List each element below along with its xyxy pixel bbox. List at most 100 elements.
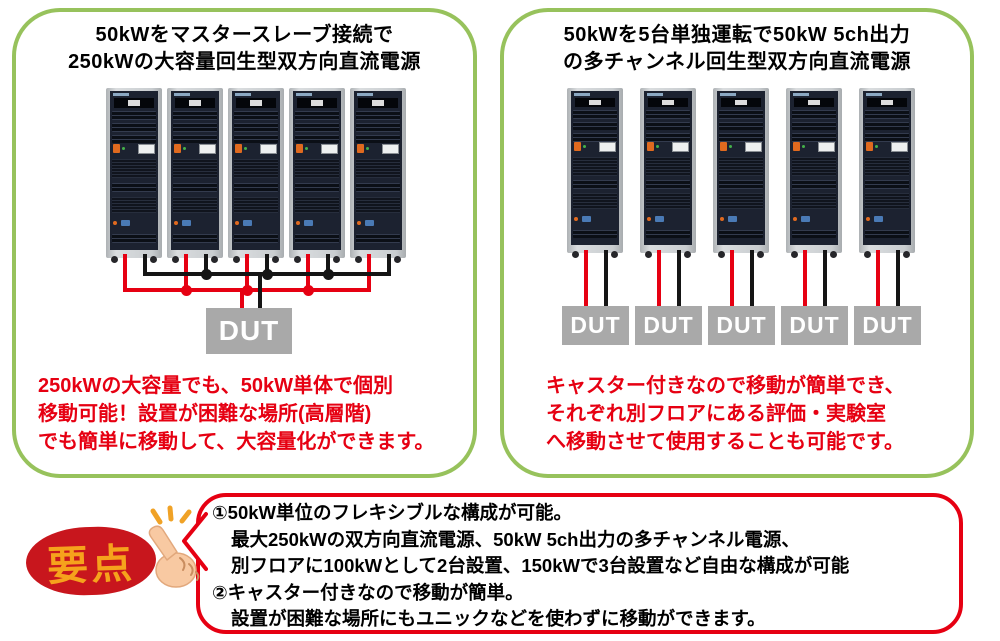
rack-port-label bbox=[365, 219, 375, 226]
rack-status-led bbox=[582, 145, 586, 149]
title-line: 50kWをマスタースレーブ接続で bbox=[95, 24, 394, 46]
rack-caster bbox=[355, 256, 362, 263]
rack-control-row bbox=[865, 141, 909, 153]
rack-brand-badge bbox=[646, 92, 664, 97]
dc-wire-negative bbox=[896, 250, 900, 308]
rack-io-row bbox=[235, 218, 276, 228]
rack-front-panel bbox=[790, 91, 838, 245]
rack-vent-grille bbox=[112, 196, 156, 213]
rack-front-panel bbox=[110, 91, 158, 250]
bus-junction-dot bbox=[303, 285, 314, 296]
rack-io-row bbox=[720, 214, 761, 223]
rack-port-label bbox=[304, 219, 314, 226]
rack-status-led bbox=[121, 147, 125, 151]
rack-port-label bbox=[728, 215, 738, 222]
rack-caster bbox=[684, 251, 691, 258]
rack-port-label bbox=[121, 219, 131, 226]
rack-vent-slat bbox=[646, 133, 690, 142]
rack-vent-slat bbox=[865, 121, 909, 131]
rack-brand-badge bbox=[719, 92, 737, 97]
bus-junction-dot bbox=[181, 285, 192, 296]
dc-wire-negative bbox=[204, 254, 208, 276]
rack-caster bbox=[903, 251, 910, 258]
rack-display bbox=[235, 98, 277, 108]
rack-indicator-dot bbox=[357, 220, 362, 225]
rack-display bbox=[174, 98, 216, 108]
left-panel-description: 250kWの大容量でも、50kW単体で個別 移動可能！設置が困難な場所(高層階)… bbox=[38, 372, 434, 456]
rack-control-row bbox=[792, 141, 836, 153]
rack-vent-grille bbox=[865, 157, 909, 176]
key-point-line: 設置が困難な場所にもユニックなどを使わずに移動ができます。 bbox=[231, 608, 766, 629]
dc-wire-positive bbox=[123, 254, 127, 292]
rack-nameplate bbox=[891, 141, 909, 152]
rack-front-panel bbox=[644, 91, 692, 245]
rack-nameplate bbox=[199, 143, 217, 154]
rack-nameplate bbox=[672, 141, 690, 152]
rack-vent-grille bbox=[719, 193, 763, 209]
rack-vent-slat bbox=[295, 110, 339, 120]
rack-vent-grille bbox=[356, 159, 400, 179]
dut-label: DUT bbox=[789, 312, 840, 338]
description-line: へ移動させて使用することも可能です。 bbox=[546, 431, 904, 453]
rack-vent-slat bbox=[792, 180, 836, 189]
rack-brand-badge bbox=[234, 92, 252, 97]
rack-brand-badge bbox=[173, 92, 191, 97]
rack-control-row bbox=[295, 143, 339, 155]
rack-vent-slat bbox=[792, 110, 836, 119]
rack-vent-grille bbox=[719, 157, 763, 176]
power-supply-cabinet bbox=[289, 88, 345, 263]
left-panel-title: 50kWをマスタースレーブ接続で 250kWの大容量回生型双方向直流電源 bbox=[12, 22, 477, 76]
rack-vent-grille bbox=[173, 159, 217, 179]
dc-wire-positive bbox=[730, 250, 734, 308]
dut-box: DUT bbox=[781, 306, 848, 345]
rack-port-label bbox=[582, 215, 592, 222]
rack-brand-badge bbox=[573, 92, 591, 97]
rack-vent-slat bbox=[295, 234, 339, 243]
title-line: 50kWを5台単独運転で50kW 5ch出力 bbox=[563, 24, 911, 46]
rack-caster bbox=[150, 256, 157, 263]
rack-control-row bbox=[173, 143, 217, 155]
bus-junction-dot bbox=[262, 269, 273, 280]
rack-power-button bbox=[295, 143, 303, 154]
rack-control-row bbox=[573, 141, 617, 153]
dc-wire-negative bbox=[750, 250, 754, 308]
rack-nameplate bbox=[260, 143, 278, 154]
key-point-line: ①50kW単位のフレキシブルな構成が可能。 bbox=[212, 502, 572, 523]
rack-vent-slat bbox=[356, 110, 400, 120]
rack-brand-badge bbox=[792, 92, 810, 97]
rack-vent-grille bbox=[234, 159, 278, 179]
power-rack bbox=[640, 88, 696, 258]
rack-vent-grille bbox=[573, 157, 617, 176]
rack-display bbox=[647, 98, 689, 108]
key-points-bubble bbox=[196, 493, 963, 634]
rack-caster bbox=[272, 256, 279, 263]
rack-vent-grille bbox=[865, 193, 909, 209]
rack-display bbox=[296, 98, 338, 108]
bus-junction-dot bbox=[323, 269, 334, 280]
rack-control-row bbox=[646, 141, 690, 153]
dc-wire-negative bbox=[258, 272, 262, 312]
power-supply-cabinet bbox=[786, 88, 842, 258]
dut-label: DUT bbox=[862, 312, 913, 338]
rack-indicator-dot bbox=[720, 216, 725, 221]
rack-power-button bbox=[112, 143, 120, 154]
rack-status-led bbox=[365, 147, 369, 151]
rack-vent-slat bbox=[646, 229, 690, 239]
key-points-text: ①50kW単位のフレキシブルな構成が可能。 最大250kWの双方向直流電源、50… bbox=[212, 500, 957, 633]
rack-vent-slat bbox=[173, 110, 217, 120]
rack-vent-grille bbox=[356, 196, 400, 213]
rack-vent-slat bbox=[573, 229, 617, 239]
rack-vent-slat bbox=[173, 134, 217, 144]
rack-caster bbox=[394, 256, 401, 263]
rack-indicator-dot bbox=[647, 216, 652, 221]
rack-front-panel bbox=[863, 91, 911, 245]
rack-display bbox=[720, 98, 762, 108]
rack-power-button bbox=[234, 143, 242, 154]
rack-vent-slat bbox=[295, 183, 339, 192]
description-line: でも簡単に移動して、大容量化ができます。 bbox=[38, 431, 435, 453]
dc-wire-positive bbox=[657, 250, 661, 308]
rack-vent-grille bbox=[792, 157, 836, 176]
rack-vent-slat bbox=[719, 110, 763, 119]
rack-caster bbox=[172, 256, 179, 263]
rack-front-panel bbox=[171, 91, 219, 250]
